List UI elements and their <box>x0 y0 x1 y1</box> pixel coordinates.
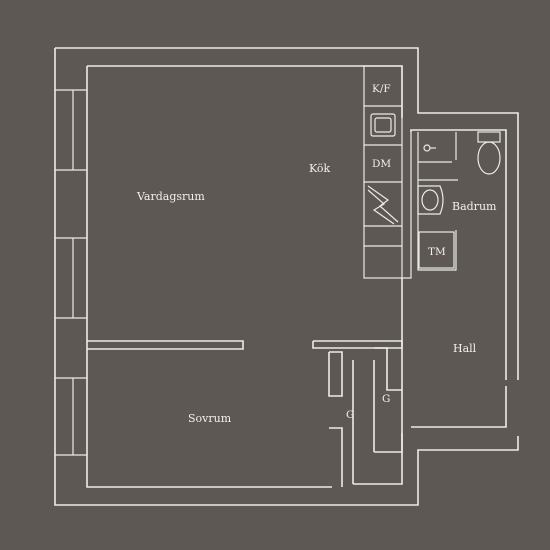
fixture-label-tm: TM <box>428 246 446 258</box>
fixture-label-g2: G <box>382 393 390 405</box>
stove-icon <box>367 185 399 225</box>
sink-icon <box>370 113 396 137</box>
outer-walls <box>54 47 519 506</box>
closet-block <box>312 340 403 487</box>
room-label-kok: Kök <box>309 162 331 175</box>
room-label-hall: Hall <box>453 342 477 355</box>
washing-machine-icon <box>418 231 455 269</box>
fixture-label-g1: G <box>346 409 354 421</box>
window-left-3 <box>55 377 87 456</box>
room-label-sovrum: Sovrum <box>188 412 232 425</box>
kitchen-cabinets <box>363 65 403 279</box>
window-left-1 <box>55 89 87 171</box>
toilet-icon <box>477 131 501 175</box>
room-label-badrum: Badrum <box>452 200 497 213</box>
window-left-2 <box>55 237 87 319</box>
partition-living-bedroom <box>87 340 244 350</box>
room-label-vardagsrum: Vardagsrum <box>136 190 205 203</box>
washbasin-icon <box>417 185 444 215</box>
shower-icon <box>423 144 436 152</box>
fixture-label-dm: DM <box>372 158 391 170</box>
fixture-label-kf: K/F <box>372 83 391 95</box>
